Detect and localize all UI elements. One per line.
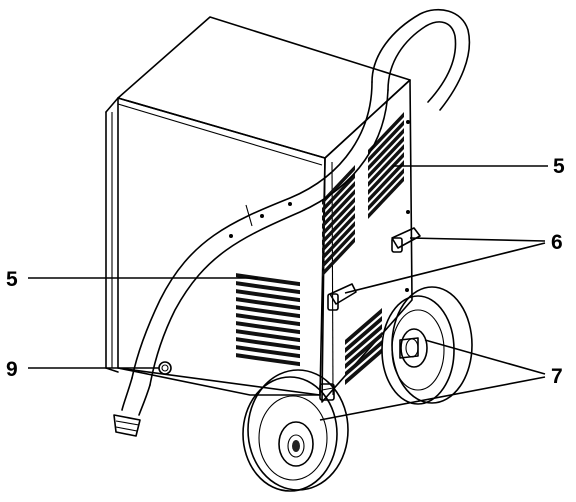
side-air-grille [236,273,300,367]
leader-7-a [424,339,546,375]
cable-hook-lower [327,283,357,311]
drain-connector [158,361,172,375]
callout-9: 9 [6,358,18,381]
leader-7-b [319,376,546,421]
drain-hose [113,377,151,437]
callout-7: 7 [551,365,563,388]
leader-6-a [409,237,546,242]
callout-6: 6 [551,231,563,254]
front-wheel [242,369,349,492]
front-upper-grille [322,112,404,277]
callout-5-left: 5 [6,268,18,291]
leader-lines [28,165,548,421]
leader-6-b [344,242,546,294]
callout-5-top: 5 [553,155,565,178]
dehumidifier-body [105,16,411,396]
rear-wheel [381,286,473,405]
carry-handle [131,8,471,386]
front-lower-grille [345,308,382,385]
cable-hook-upper [391,227,421,253]
